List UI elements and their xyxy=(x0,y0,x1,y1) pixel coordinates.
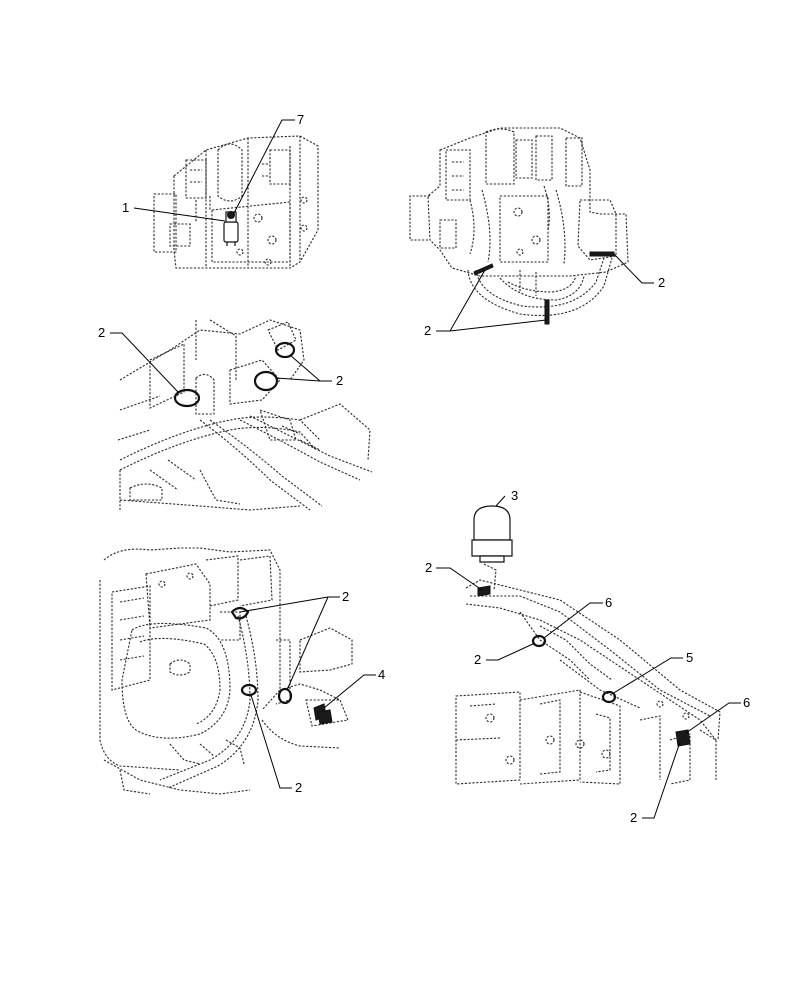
clamp xyxy=(317,709,333,725)
callout-labels: 7 1 2 2 2 2 2 4 2 3 2 6 2 5 6 2 xyxy=(98,112,750,825)
callout-2: 2 xyxy=(424,323,431,338)
callout-5: 5 xyxy=(686,650,693,665)
clamp-ring xyxy=(230,606,250,620)
panel-hose-routing xyxy=(117,319,373,511)
callout-2: 2 xyxy=(295,780,302,795)
clamp-ring xyxy=(173,388,201,408)
clamp xyxy=(477,585,491,597)
callout-2: 2 xyxy=(98,325,105,340)
callout-3: 3 xyxy=(511,488,518,503)
callout-2: 2 xyxy=(474,652,481,667)
callout-6: 6 xyxy=(743,695,750,710)
beacon-base xyxy=(471,539,513,557)
clamp-ring xyxy=(240,683,258,697)
callout-leaders xyxy=(110,119,741,819)
clamp xyxy=(544,299,550,325)
clamp-ring xyxy=(277,687,293,705)
panel-beacon-boom xyxy=(455,505,721,785)
clamp xyxy=(675,729,691,747)
clamp-ring xyxy=(274,341,296,359)
callout-6: 6 xyxy=(605,595,612,610)
clamp xyxy=(589,251,615,257)
beacon-lamp xyxy=(473,505,511,541)
callout-2: 2 xyxy=(336,373,343,388)
panel-valve-block-left xyxy=(153,135,319,269)
callout-2: 2 xyxy=(630,810,637,825)
clamp-ring xyxy=(253,370,279,392)
callout-1: 1 xyxy=(122,200,129,215)
callout-4: 4 xyxy=(378,667,385,682)
clamp-ring xyxy=(601,690,617,704)
switch-connector xyxy=(227,211,235,219)
callout-2: 2 xyxy=(658,275,665,290)
clamp xyxy=(473,263,494,276)
callout-7: 7 xyxy=(297,112,304,127)
callout-2: 2 xyxy=(425,560,432,575)
switch-body xyxy=(223,221,239,243)
callout-2: 2 xyxy=(342,589,349,604)
panel-tank-assembly xyxy=(99,547,353,795)
panel-valve-block-right xyxy=(409,127,629,325)
clamp-ring xyxy=(531,634,547,648)
